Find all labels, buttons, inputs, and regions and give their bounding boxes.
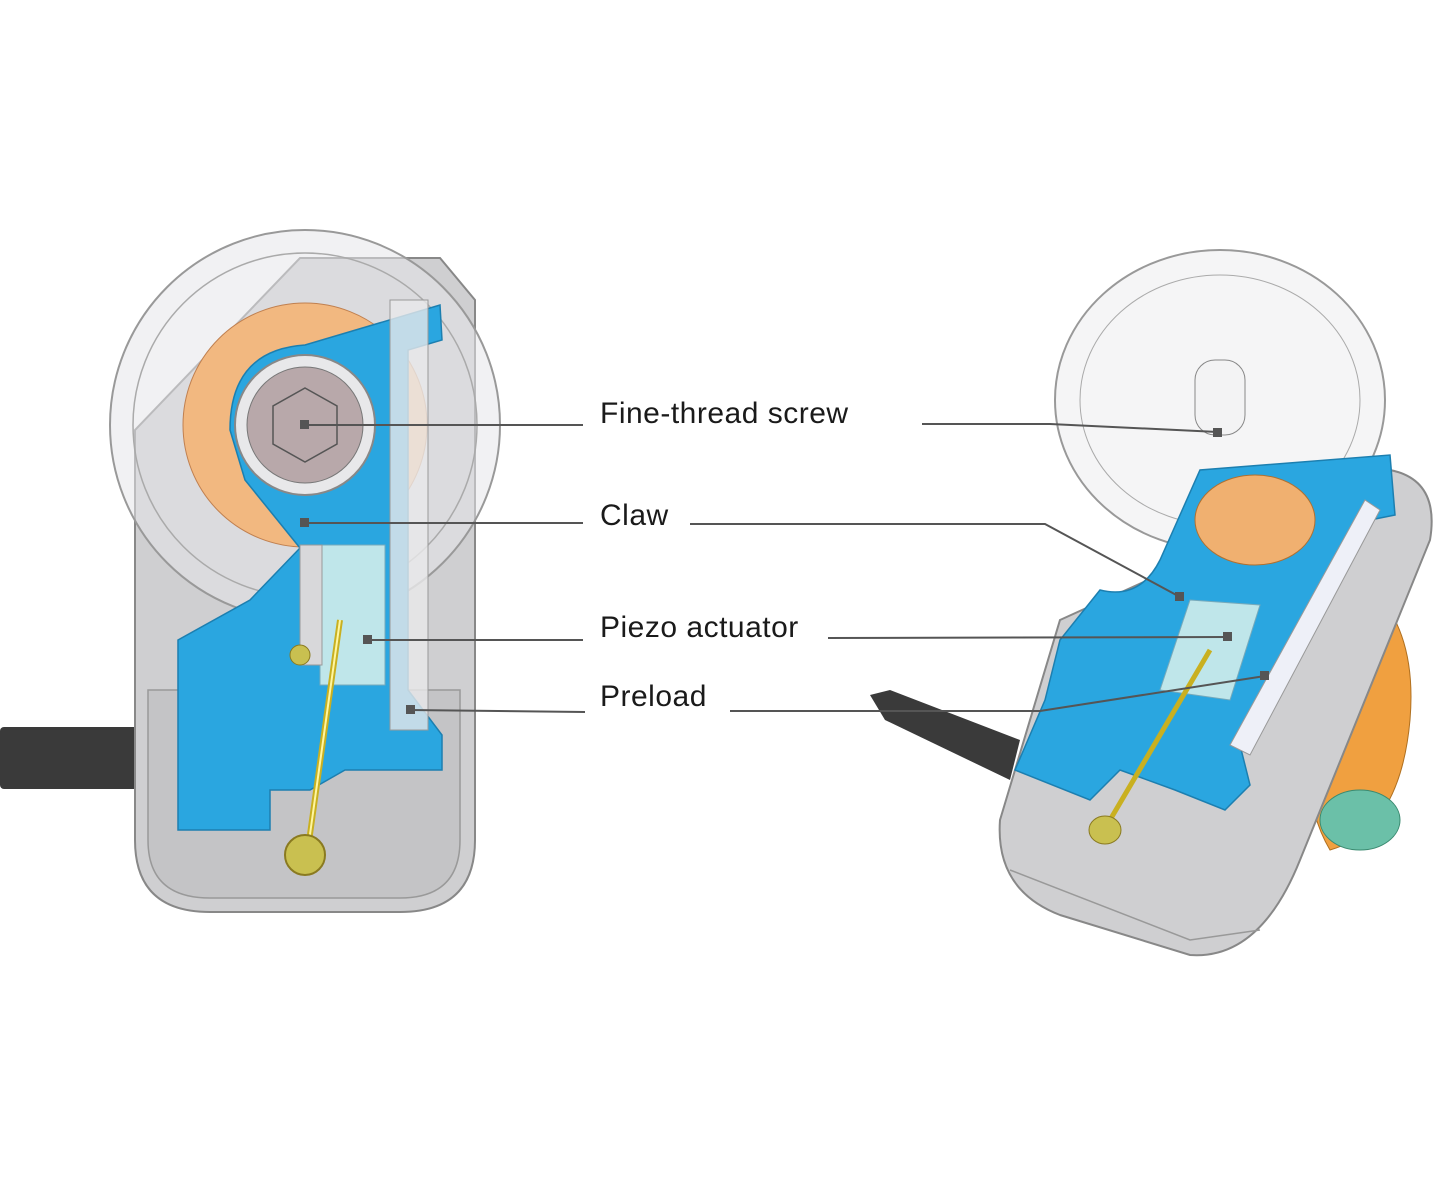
label-claw: Claw (600, 499, 669, 532)
left-preload-plate (389, 299, 429, 731)
left-device-view (0, 229, 501, 913)
left-cable (0, 727, 140, 789)
left-piezo (319, 544, 386, 686)
leader-preload-left (409, 709, 586, 713)
right-screw (1194, 359, 1246, 436)
label-fine-thread-screw: Fine-thread screw (600, 397, 849, 430)
label-piezo-actuator: Piezo actuator (600, 611, 799, 644)
right-preload-plate (1229, 499, 1381, 756)
right-orange-ring (1194, 474, 1316, 566)
right-pin (1088, 815, 1122, 845)
right-cable (870, 690, 1020, 780)
leader-claw-right (690, 523, 1181, 598)
leader-lines (305, 423, 1266, 713)
label-preload: Preload (600, 680, 707, 713)
right-device-view (870, 249, 1433, 957)
leader-markers (300, 420, 1269, 714)
leader-screw-right (922, 423, 1219, 433)
leader-preload-right (730, 675, 1266, 712)
leader-piezo-right (827, 636, 1229, 639)
left-pin (284, 834, 326, 876)
